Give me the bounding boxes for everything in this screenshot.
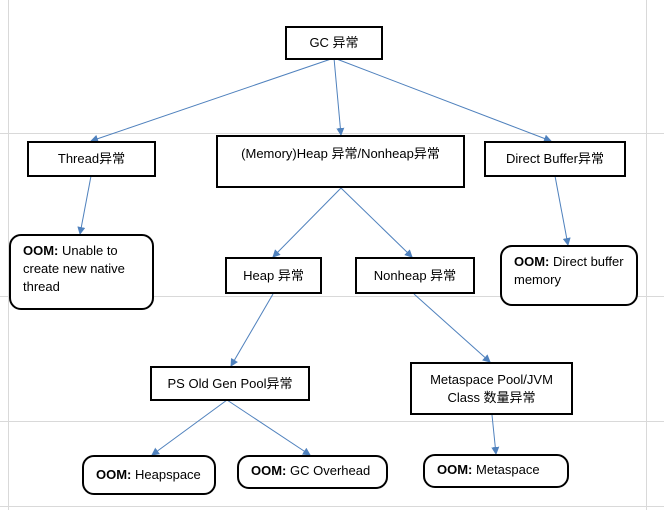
gridline xyxy=(646,0,647,510)
arrow-heapnonheap-to-nonheap xyxy=(340,187,413,258)
arrow-gc-to-thread xyxy=(90,57,335,143)
oom-direct-buffer-box: OOM: Direct buffer memory xyxy=(500,245,638,306)
oom-direct-prefix: OOM: xyxy=(514,254,550,269)
gc-exception-box: GC 异常 xyxy=(285,26,383,60)
thread-exception-label: Thread异常 xyxy=(57,151,126,166)
direct-buffer-exception-box: Direct Buffer异常 xyxy=(484,141,626,177)
heap-exception-label: Heap 异常 xyxy=(243,267,304,283)
oom-thread-text: Unable to create new native thread xyxy=(23,243,125,294)
oom-gc-overhead-text: GC Overhead xyxy=(290,463,371,478)
arrow-direct-buffer-to-oom xyxy=(554,175,571,246)
metaspace-pool-line2: Class 数量异常 xyxy=(447,389,536,405)
nonheap-exception-label: Nonheap 异常 xyxy=(373,267,457,283)
oom-thread-box: OOM: Unable to create new native thread xyxy=(9,234,154,310)
oom-gc-overhead-prefix: OOM: xyxy=(251,463,287,478)
oom-heapspace-box: OOM: Heapspace xyxy=(82,455,216,495)
gc-exception-label: GC 异常 xyxy=(309,35,359,50)
oom-metaspace-box: OOM: Metaspace xyxy=(423,454,569,488)
gridline xyxy=(8,0,9,510)
oom-thread-prefix: OOM: xyxy=(23,243,59,258)
ps-old-gen-box: PS Old Gen Pool异常 xyxy=(150,366,310,401)
gridline xyxy=(0,506,664,507)
nonheap-exception-box: Nonheap 异常 xyxy=(355,257,475,294)
arrow-thread-to-oom xyxy=(77,175,92,235)
heap-nonheap-exception-box: (Memory)Heap 异常/Nonheap异常 xyxy=(216,135,465,188)
oom-heapspace-prefix: OOM: xyxy=(96,467,132,482)
arrow-heapnonheap-to-heap xyxy=(272,187,342,258)
oom-heapspace-text: Heapspace xyxy=(135,467,201,482)
oom-gc-overhead-box: OOM: GC Overhead xyxy=(237,455,388,489)
arrow-nonheap-to-metaspace xyxy=(413,293,491,363)
arrow-psold-to-oom-gc xyxy=(226,399,311,456)
metaspace-pool-line1: Metaspace Pool/JVM xyxy=(430,371,553,387)
oom-metaspace-prefix: OOM: xyxy=(437,462,473,477)
gridline xyxy=(0,133,664,134)
metaspace-pool-box: Metaspace Pool/JVM Class 数量异常 xyxy=(410,362,573,415)
ps-old-gen-label: PS Old Gen Pool异常 xyxy=(167,375,293,391)
gridline xyxy=(0,421,664,422)
oom-direct-text: Direct buffer memory xyxy=(514,254,624,287)
heap-exception-box: Heap 异常 xyxy=(225,257,322,294)
arrow-gc-to-heap-nonheap xyxy=(333,57,345,136)
arrow-metaspace-to-oom xyxy=(491,414,500,455)
gridline xyxy=(0,296,664,297)
heap-nonheap-exception-label: (Memory)Heap 异常/Nonheap异常 xyxy=(241,146,440,161)
arrow-gc-to-direct-buffer xyxy=(333,57,552,143)
thread-exception-box: Thread异常 xyxy=(27,141,156,177)
arrow-heap-to-ps-old-gen xyxy=(230,293,274,367)
arrow-psold-to-oom-heap xyxy=(151,399,228,456)
direct-buffer-exception-label: Direct Buffer异常 xyxy=(505,151,604,166)
oom-metaspace-text: Metaspace xyxy=(476,462,540,477)
